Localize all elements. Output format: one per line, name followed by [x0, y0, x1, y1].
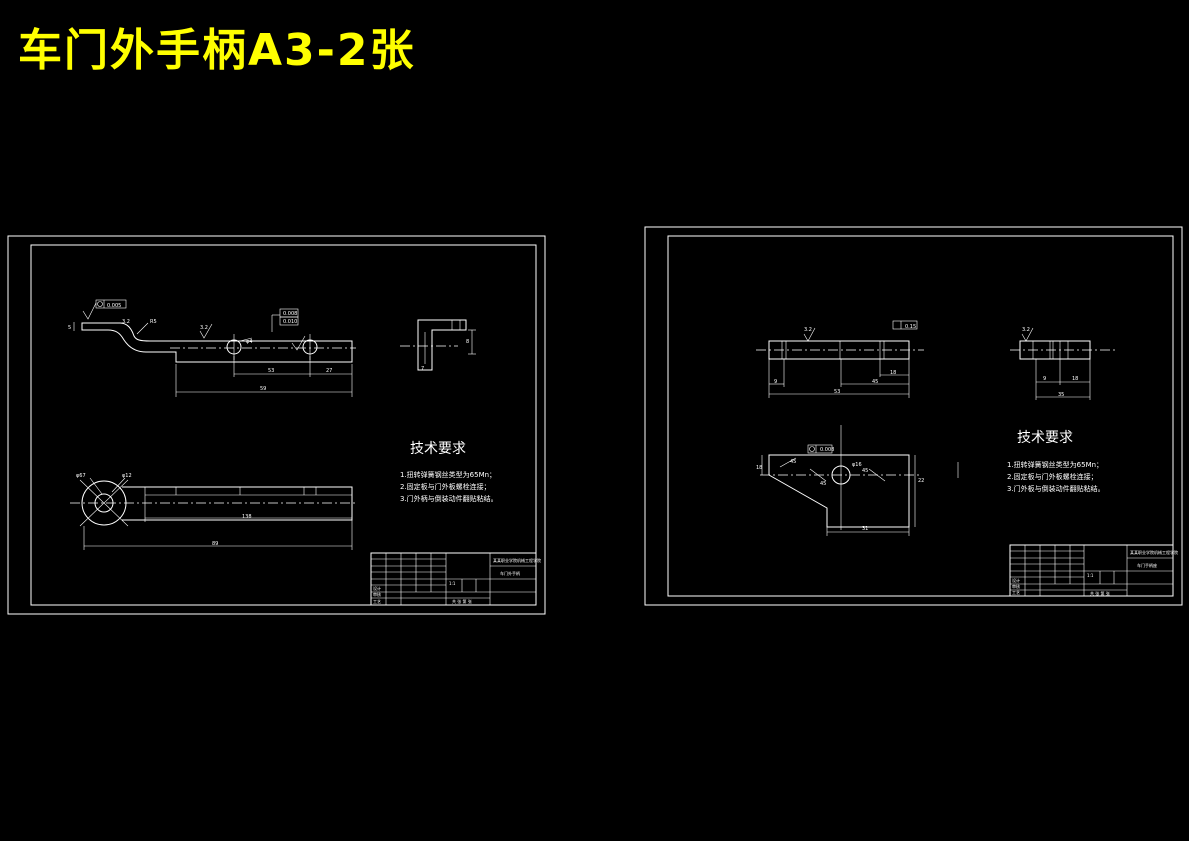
- s2-dim-18: 18: [890, 370, 896, 376]
- s2-angle-a: 45: [790, 459, 796, 465]
- s2-side-dim-b: 18: [1072, 376, 1078, 382]
- s2-tech-item-1: 1.扭转弹簧钢丝类型为65Mn；: [1007, 460, 1103, 469]
- s2-plan-h2: 22: [918, 478, 924, 484]
- base-plan-view: [760, 425, 959, 536]
- base-front-view: [756, 320, 924, 398]
- s2-tolerance-a: 0.15: [905, 324, 916, 330]
- s1-dim-138: 138: [242, 514, 252, 520]
- drawing-sheet-1: 3.2 3.2 0.005 0.008 0.010 R5 φ4 5 53 27 …: [7, 235, 546, 615]
- s1-tech-heading: 技术要求: [410, 441, 466, 457]
- s1-tb-row-2: 审核: [373, 591, 381, 597]
- s1-tb-row-3: 工艺: [373, 599, 381, 604]
- s1-side-w: 7: [421, 366, 424, 372]
- s2-angle-c: 45: [820, 481, 826, 487]
- s1-tb-part: 车门外手柄: [500, 570, 520, 576]
- s2-dim-53: 53: [834, 389, 840, 395]
- s1-tolerance-c: 0.010: [283, 319, 297, 325]
- s2-tb-row-3: 工艺: [1012, 590, 1020, 595]
- s2-tech-heading: 技术要求: [1017, 430, 1073, 446]
- s1-tech-item-2: 2.固定板与门外板螺栓连接；: [400, 482, 491, 491]
- s1-dim-27: 27: [326, 368, 332, 374]
- s1-tech-item-1: 1.扭转弹簧钢丝类型为65Mn；: [400, 470, 496, 479]
- s2-dim-9: 9: [774, 379, 777, 385]
- sheet-2-inner-frame: [667, 235, 1174, 597]
- s2-tech-item-2: 2.固定板与门外板螺栓连接；: [1007, 472, 1098, 481]
- s2-tb-row-2: 审核: [1012, 583, 1020, 589]
- s2-dim-31: 31: [862, 526, 868, 532]
- s1-radius: R5: [150, 319, 157, 325]
- sheet-2-outer-border: [644, 226, 1183, 606]
- s2-roughness-a: 3.2: [804, 327, 812, 333]
- s2-roughness-b: 3.2: [1022, 327, 1030, 333]
- s2-angle-b: 45: [862, 468, 868, 474]
- s1-tech-item-3: 3.门外柄与倒装动件翻贴粘结。: [400, 494, 498, 503]
- s1-bottom-dia-b: φ12: [122, 473, 132, 479]
- s2-side-dim-c: 35: [1058, 392, 1064, 398]
- s1-tolerance-b: 0.008: [283, 311, 297, 317]
- s1-roughness-b: 3.2: [200, 325, 208, 331]
- s2-tb-sheets: 共 张 第 张: [1090, 590, 1110, 596]
- drawing-sheet-2: 3.2 0.15 9 45 18 53 3.2 9 18 35: [644, 226, 1183, 606]
- s1-title-block: [370, 552, 537, 606]
- page-title: 车门外手柄A3-2张: [18, 25, 416, 76]
- s2-tb-part: 车门手柄座: [1137, 562, 1157, 568]
- handle-side-view: [400, 319, 476, 371]
- s1-tb-company: 某某职业学院机械工程学院: [493, 557, 541, 563]
- sheet-1-outer-border: [7, 235, 546, 615]
- s2-title-block: [1009, 544, 1174, 597]
- s1-dim-59: 59: [260, 386, 266, 392]
- s2-tolerance-b: 0.008: [820, 447, 834, 453]
- s1-tb-sheets: 共 张 第 张: [452, 598, 472, 604]
- s2-tech-item-3: 3.门外板与倒装动件翻贴粘结。: [1007, 484, 1105, 493]
- base-side-view: [1010, 327, 1116, 400]
- s2-tb-scale: 1:1: [1087, 573, 1094, 578]
- s1-tb-scale: 1:1: [449, 581, 456, 586]
- handle-bottom-view: [70, 477, 356, 550]
- s1-dim-53: 53: [268, 368, 274, 374]
- s1-dim-89: 89: [212, 541, 218, 547]
- s1-side-dim: 5: [68, 325, 71, 331]
- s1-tolerance-a: 0.005: [107, 303, 121, 309]
- s2-dim-45: 45: [872, 379, 878, 385]
- s1-side-h: 8: [466, 339, 469, 345]
- s2-side-dim-a: 9: [1043, 376, 1046, 382]
- s2-tb-company: 某某职业学院机械工程学院: [1130, 549, 1178, 555]
- s2-plan-h1: 18: [756, 465, 762, 471]
- s2-hole-dia: φ16: [852, 462, 862, 468]
- s2-tb-row-1: 设计: [1012, 577, 1020, 583]
- s1-tb-row-1: 设计: [373, 585, 381, 591]
- s1-hole-dia: φ4: [246, 339, 252, 345]
- s1-roughness-a: 3.2: [122, 319, 130, 325]
- s1-bottom-dia-a: φ67: [76, 473, 86, 479]
- handle-front-view: [73, 299, 356, 397]
- sheet-1-inner-frame: [30, 244, 537, 606]
